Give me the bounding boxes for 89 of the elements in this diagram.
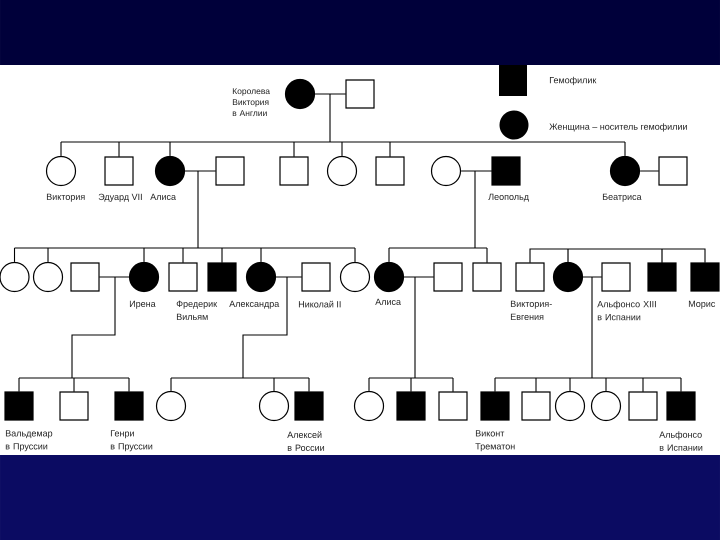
child-line bbox=[389, 142, 391, 156]
child-line bbox=[221, 248, 223, 262]
child-line bbox=[368, 378, 370, 391]
male-symbol bbox=[59, 391, 89, 421]
descent-line bbox=[388, 170, 492, 249]
child-line bbox=[118, 142, 120, 156]
descent-line bbox=[60, 93, 626, 143]
child-line bbox=[535, 378, 537, 392]
descent-line bbox=[18, 276, 130, 379]
sibship-line bbox=[567, 248, 663, 262]
male-symbol bbox=[375, 156, 405, 186]
female-symbol bbox=[554, 390, 586, 422]
male-symbol bbox=[168, 262, 198, 292]
person-name: Николай II bbox=[298, 300, 341, 308]
person-name: Алексей в России bbox=[287, 431, 324, 451]
child-line bbox=[73, 378, 75, 392]
child-line bbox=[18, 378, 20, 392]
child-line bbox=[308, 378, 310, 392]
legend-label: Женщина – носитель гемофилии bbox=[549, 123, 687, 132]
female-symbol bbox=[0, 262, 30, 292]
child-line bbox=[569, 378, 571, 391]
child-line bbox=[642, 378, 644, 392]
person-name: Виктория bbox=[46, 194, 85, 202]
male-symbol bbox=[215, 156, 245, 186]
person-name: Ирена bbox=[130, 300, 156, 309]
affected-male-symbol bbox=[396, 391, 426, 421]
person-name: Александра bbox=[229, 300, 280, 309]
male-symbol bbox=[472, 262, 502, 292]
female-symbol bbox=[326, 156, 358, 186]
person-name: Фредерик Вильям bbox=[176, 300, 218, 320]
affected-male-symbol bbox=[647, 262, 677, 292]
female-symbol bbox=[32, 262, 64, 292]
sibship-line bbox=[529, 248, 569, 262]
descent-line bbox=[494, 276, 682, 379]
person-name: Алиса bbox=[375, 298, 401, 305]
child-line bbox=[452, 378, 454, 392]
child-line bbox=[182, 248, 184, 262]
person-name: Леопольд bbox=[488, 194, 529, 202]
male-symbol bbox=[70, 262, 100, 292]
descent-line bbox=[368, 276, 454, 379]
person-name: Альфонсо XIII в Испании bbox=[597, 300, 656, 320]
person-name: Виктория-Евгения bbox=[510, 300, 552, 320]
child-line bbox=[680, 378, 682, 392]
female-symbol bbox=[156, 390, 186, 422]
child-line bbox=[494, 378, 496, 392]
child-line bbox=[170, 378, 172, 391]
child-line bbox=[273, 378, 275, 391]
male-symbol bbox=[515, 262, 545, 292]
female-symbol bbox=[590, 390, 622, 422]
female-symbol bbox=[258, 390, 290, 422]
child-line bbox=[169, 142, 171, 156]
descent-line bbox=[14, 170, 356, 249]
child-line bbox=[143, 248, 145, 262]
male-symbol bbox=[345, 79, 375, 109]
child-line bbox=[260, 248, 262, 262]
male-symbol bbox=[521, 391, 551, 421]
person-name: Алиса bbox=[150, 194, 176, 200]
male-symbol bbox=[628, 391, 658, 421]
marriage-line bbox=[640, 170, 658, 172]
child-line bbox=[14, 248, 16, 262]
child-line bbox=[293, 142, 295, 156]
person-name: Вальдемар в Пруссии bbox=[6, 430, 52, 452]
person-name: Генри в Пруссии bbox=[110, 430, 152, 452]
male-symbol bbox=[433, 262, 463, 292]
child-line bbox=[354, 248, 356, 262]
person-name: Морис bbox=[688, 300, 716, 309]
person-name: Виконт Трематон bbox=[475, 430, 515, 452]
person-name: Королева Виктория в Англии bbox=[232, 88, 270, 116]
person-name: Альфонсо в Испании bbox=[659, 431, 702, 451]
child-line bbox=[624, 142, 626, 156]
child-line bbox=[47, 248, 49, 262]
person-name: Беатриса bbox=[602, 194, 642, 202]
person-name: Эдуард VII bbox=[98, 194, 142, 202]
female-symbol bbox=[354, 390, 384, 422]
male-symbol bbox=[279, 156, 309, 186]
female-symbol bbox=[430, 156, 462, 186]
child-line bbox=[486, 248, 488, 262]
descent-line bbox=[170, 276, 310, 379]
legend-label: Гемофилик bbox=[550, 76, 596, 86]
child-line bbox=[128, 378, 130, 392]
child-line bbox=[341, 142, 343, 156]
child-line bbox=[388, 248, 390, 262]
child-line bbox=[410, 378, 412, 392]
child-line bbox=[605, 378, 607, 391]
sibship-line bbox=[661, 248, 706, 262]
male-symbol bbox=[438, 391, 468, 421]
child-line bbox=[60, 142, 62, 156]
male-symbol bbox=[658, 156, 688, 186]
female-symbol bbox=[340, 262, 370, 292]
